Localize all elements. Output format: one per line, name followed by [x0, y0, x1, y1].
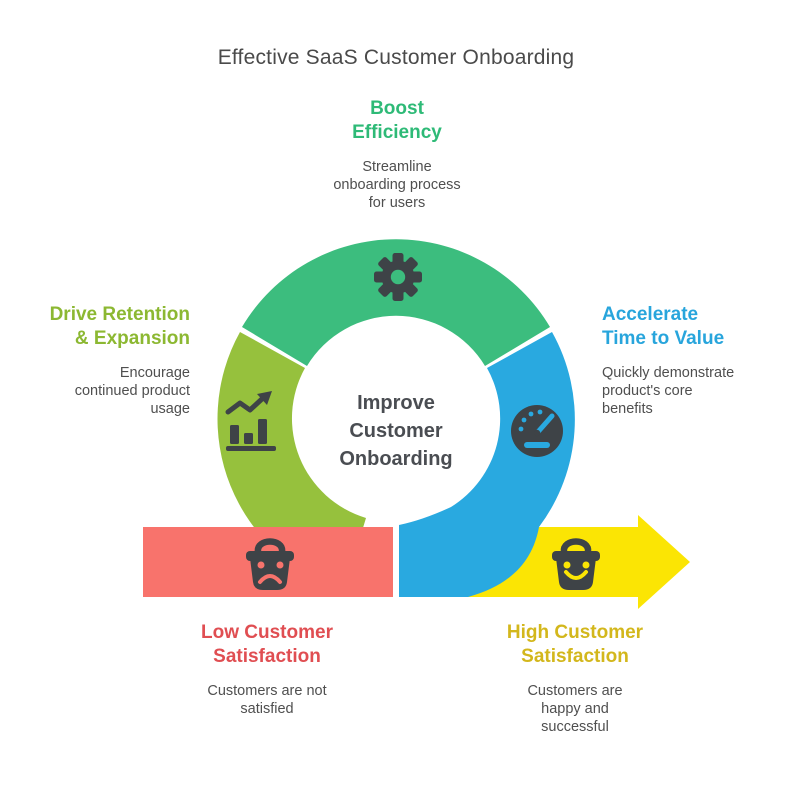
- frown-mouth: [258, 574, 282, 584]
- node-heading-line: Boost: [370, 98, 424, 119]
- node-heading-line: Efficiency: [352, 122, 442, 143]
- node-desc-line: successful: [541, 719, 609, 735]
- smile-mouth: [564, 570, 588, 580]
- ring-segment-olive: [217, 332, 366, 590]
- speedometer-icon: [511, 405, 563, 457]
- growth-chart-icon: [225, 391, 276, 451]
- node-desc-line: Quickly demonstrate: [602, 365, 735, 381]
- node-drive-retention: Drive Retention & Expansion Encourage co…: [18, 303, 190, 418]
- node-desc-line: benefits: [602, 401, 653, 417]
- speedometer-needle: [534, 413, 555, 436]
- node-heading-line: Low Customer: [201, 622, 333, 643]
- node-heading-line: & Expansion: [74, 328, 190, 349]
- node-desc-line: Customers are not: [207, 683, 327, 699]
- page-title: Effective SaaS Customer Onboarding: [217, 46, 575, 69]
- center-label-line: Onboarding: [339, 448, 453, 470]
- node-desc-line: Streamline: [362, 159, 432, 175]
- node-heading-line: High Customer: [506, 622, 644, 643]
- node-desc-line: product's core: [602, 383, 693, 399]
- node-desc-line: onboarding process: [333, 177, 461, 193]
- node-heading-line: Satisfaction: [213, 646, 321, 667]
- node-desc-line: continued product: [74, 383, 190, 399]
- node-desc-line: happy and: [541, 701, 609, 717]
- center-label-line: Customer: [349, 420, 443, 442]
- node-high-satisfaction: High Customer Satisfaction Customers are…: [458, 621, 692, 736]
- node-desc-line: for users: [368, 195, 426, 211]
- center-goal-label: Improve Customer Onboarding: [296, 389, 496, 473]
- node-desc-line: Customers are: [527, 683, 623, 699]
- node-accelerate-value: Accelerate Time to Value Quickly demonst…: [602, 303, 788, 418]
- ring-segment-green: [242, 239, 550, 366]
- sad-customer-basket-icon: [246, 538, 294, 590]
- ring-segment-blue: [399, 332, 575, 597]
- node-desc-line: satisfied: [240, 701, 294, 717]
- node-desc-line: usage: [150, 401, 190, 417]
- node-boost-efficiency: Boost Efficiency Streamline onboarding p…: [271, 97, 523, 212]
- center-label-line: Improve: [357, 392, 435, 414]
- node-heading-line: Satisfaction: [521, 646, 629, 667]
- node-heading-line: Drive Retention: [49, 304, 190, 325]
- happy-customer-basket-icon: [552, 538, 600, 590]
- node-heading-line: Time to Value: [602, 328, 725, 349]
- node-low-satisfaction: Low Customer Satisfaction Customers are …: [150, 621, 384, 718]
- node-desc-line: Encourage: [119, 365, 190, 381]
- node-heading-line: Accelerate: [602, 304, 699, 325]
- gear-icon: [374, 253, 422, 301]
